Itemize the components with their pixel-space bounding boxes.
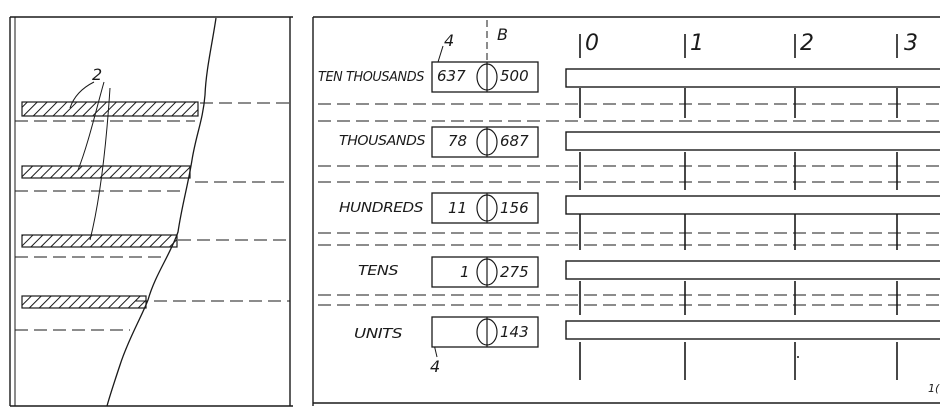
row-tens: TENS 1 275 — [358, 256, 940, 288]
register-box — [431, 256, 539, 288]
left-dashed-lines — [15, 102, 290, 331]
scale-digit-0: 0 — [585, 31, 599, 56]
break-line — [106, 17, 217, 407]
register-right-value: 500 — [500, 67, 529, 85]
register-left-value: 78 — [448, 132, 467, 150]
callout-4-top: 4 — [444, 31, 454, 50]
slide-bar — [565, 195, 940, 215]
hatched-bar — [21, 295, 147, 309]
right-figure: B 4 4 0 1 2 3 — [312, 16, 940, 406]
slide-bar — [565, 320, 940, 340]
scale-digit-1: 1 — [690, 31, 704, 56]
slide-bar — [565, 68, 940, 88]
dot-marks — [636, 72, 912, 358]
row-label: TEN THOUSANDS — [318, 70, 424, 85]
hatched-bar — [21, 101, 199, 117]
hatched-bar — [21, 234, 178, 248]
row-units: UNITS 143 — [354, 316, 940, 348]
callout-2: 2 — [92, 65, 102, 84]
callout-4-bottom: 4 — [430, 357, 440, 376]
callout-2-leaders — [69, 81, 111, 241]
axis-b-label: B — [497, 25, 508, 44]
register-box — [431, 316, 539, 348]
row-thousands: THOUSANDS 78 687 — [339, 126, 940, 158]
left-figure: 2 — [9, 16, 293, 407]
row-ten-thousands: TEN THOUSANDS 637 500 — [318, 61, 940, 93]
scale-digit-3: 3 — [904, 31, 918, 56]
register-left-value: 1 — [460, 263, 470, 281]
register-box — [431, 61, 539, 93]
slide-bar — [565, 260, 940, 280]
scale-row-ticks — [579, 88, 898, 380]
corner-fragment: 1( — [928, 382, 940, 395]
slide-bar — [565, 131, 940, 151]
row-hundreds: HUNDREDS 11 156 — [339, 192, 940, 224]
register-right-value: 143 — [500, 323, 529, 341]
register-box — [431, 192, 539, 224]
scale-digit-2: 2 — [800, 31, 814, 56]
callout-4-top-leader — [437, 45, 444, 63]
register-right-value: 687 — [500, 132, 529, 150]
hatched-bar — [21, 165, 191, 179]
register-left-value: 11 — [448, 199, 467, 217]
register-right-value: 156 — [500, 199, 529, 217]
row-label: HUNDREDS — [339, 201, 423, 216]
row-label: UNITS — [354, 327, 402, 342]
scale-digits: 0 1 2 3 — [579, 31, 918, 58]
hatched-bars — [21, 101, 199, 309]
register-right-value: 275 — [500, 263, 529, 281]
register-left-value: 637 — [437, 67, 466, 85]
row-label: TENS — [358, 264, 398, 279]
row-label: THOUSANDS — [339, 134, 425, 149]
right-dashed-lines — [318, 103, 940, 306]
register-box — [431, 126, 539, 158]
